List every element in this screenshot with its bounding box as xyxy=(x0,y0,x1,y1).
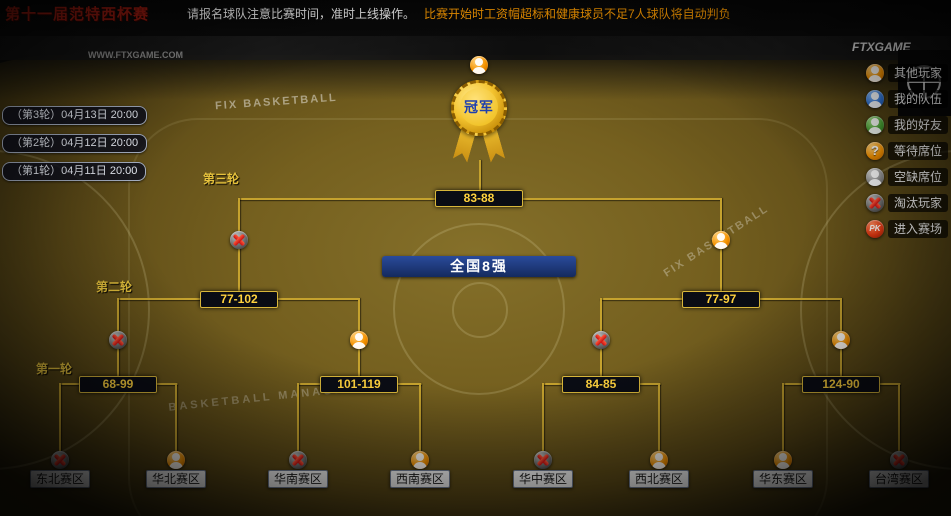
legend-item-my-team: 我的队伍 xyxy=(865,90,948,108)
legend-label: 等待席位 xyxy=(887,142,948,160)
eliminated-icon[interactable] xyxy=(592,331,610,349)
legend-label: 我的好友 xyxy=(887,116,948,134)
team-label-northwest: 西北赛区 xyxy=(628,470,690,488)
schedule-round-1: （第1轮）04月11日 20:00 xyxy=(2,162,147,181)
advanced-player-icon[interactable] xyxy=(350,331,368,349)
legend-item-other-players: 其他玩家 xyxy=(865,64,948,82)
match-score-quarterfinal-4[interactable]: 124-90 xyxy=(802,376,880,393)
bracket-line xyxy=(658,383,660,452)
notice-text: 请报名球队注意比赛时间，准时上线操作。 xyxy=(187,7,416,21)
match-score-quarterfinal-1[interactable]: 68-99 xyxy=(79,376,157,393)
eliminated-icon[interactable] xyxy=(109,331,127,349)
vacant-seat-icon xyxy=(865,168,884,186)
stage-banner: 全国8强 xyxy=(382,256,576,277)
bracket-line xyxy=(297,383,299,452)
legend-item-waiting-seat: 等待席位 xyxy=(865,142,948,160)
legend-item-vacant-seat: 空缺席位 xyxy=(865,168,948,186)
round1-label: 第一轮 xyxy=(36,362,73,376)
eliminated-icon[interactable] xyxy=(289,451,307,469)
page-title: 第十一届范特西杯赛 xyxy=(5,6,150,23)
advanced-player-icon[interactable] xyxy=(774,451,792,469)
player-orange-icon xyxy=(865,64,884,82)
eliminated-icon[interactable] xyxy=(230,231,248,249)
team-label-north: 华北赛区 xyxy=(145,470,207,488)
legend-item-eliminated: 淘汰玩家 xyxy=(865,194,948,212)
advanced-player-icon[interactable] xyxy=(650,451,668,469)
bracket-line xyxy=(59,383,61,452)
legend-label: 我的队伍 xyxy=(887,90,948,108)
team-label-northeast: 东北赛区 xyxy=(29,470,91,488)
schedule-list: （第3轮）04月13日 20:00 （第2轮）04月12日 20:00 （第1轮… xyxy=(2,106,148,181)
legend: 其他玩家 我的队伍 我的好友 等待席位 空缺席位 淘汰玩家 进入赛场 xyxy=(865,64,948,238)
schedule-round-3: （第3轮）04月13日 20:00 xyxy=(2,106,148,125)
round3-label: 第三轮 xyxy=(203,172,240,186)
match-score-semifinal-left[interactable]: 77-102 xyxy=(200,291,278,308)
decor-text: WWW.FTXGAME.COM xyxy=(88,50,183,60)
legend-label: 空缺席位 xyxy=(887,168,948,186)
champion-medal: 冠军 xyxy=(450,80,508,170)
team-label-taiwan: 台湾赛区 xyxy=(868,470,930,488)
champion-label: 冠军 xyxy=(460,88,498,126)
match-score-quarterfinal-3[interactable]: 84-85 xyxy=(562,376,640,393)
bracket-line xyxy=(175,383,177,452)
medal-rosette: 冠军 xyxy=(451,80,507,136)
bracket-line xyxy=(782,383,784,452)
enter-arena-icon[interactable] xyxy=(865,220,884,238)
bracket-line xyxy=(898,383,900,452)
schedule-round-2: （第2轮）04月12日 20:00 xyxy=(2,134,148,153)
advanced-player-icon[interactable] xyxy=(832,331,850,349)
match-score-final[interactable]: 83-88 xyxy=(435,190,523,207)
round2-label: 第二轮 xyxy=(96,280,133,294)
team-label-south: 华南赛区 xyxy=(267,470,329,488)
waiting-seat-icon xyxy=(865,142,884,160)
advanced-player-icon[interactable] xyxy=(411,451,429,469)
advanced-player-icon[interactable] xyxy=(712,231,730,249)
bracket-line xyxy=(720,198,722,300)
match-score-semifinal-right[interactable]: 77-97 xyxy=(682,291,760,308)
team-label-southwest: 西南赛区 xyxy=(389,470,451,488)
legend-item-my-friends: 我的好友 xyxy=(865,116,948,134)
champion-player-icon[interactable] xyxy=(470,56,488,74)
center-circle-inner xyxy=(452,282,508,338)
warning-text: 比赛开始时工资帽超标和健康球员不足7人球队将自动判负 xyxy=(424,7,731,21)
eliminated-icon xyxy=(865,194,884,212)
team-label-east: 华东赛区 xyxy=(752,470,814,488)
team-label-central: 华中赛区 xyxy=(512,470,574,488)
match-score-quarterfinal-2[interactable]: 101-119 xyxy=(320,376,398,393)
advanced-player-icon[interactable] xyxy=(167,451,185,469)
bracket-line xyxy=(419,383,421,452)
legend-label: 其他玩家 xyxy=(887,64,948,82)
player-green-icon xyxy=(865,116,884,134)
eliminated-icon[interactable] xyxy=(534,451,552,469)
legend-item-enter-arena[interactable]: 进入赛场 xyxy=(865,220,948,238)
legend-label[interactable]: 进入赛场 xyxy=(887,220,948,238)
bracket-line xyxy=(238,198,240,300)
legend-label: 淘汰玩家 xyxy=(887,194,948,212)
player-blue-icon xyxy=(865,90,884,108)
eliminated-icon[interactable] xyxy=(890,451,908,469)
eliminated-icon[interactable] xyxy=(51,451,69,469)
bracket-line xyxy=(542,383,544,452)
